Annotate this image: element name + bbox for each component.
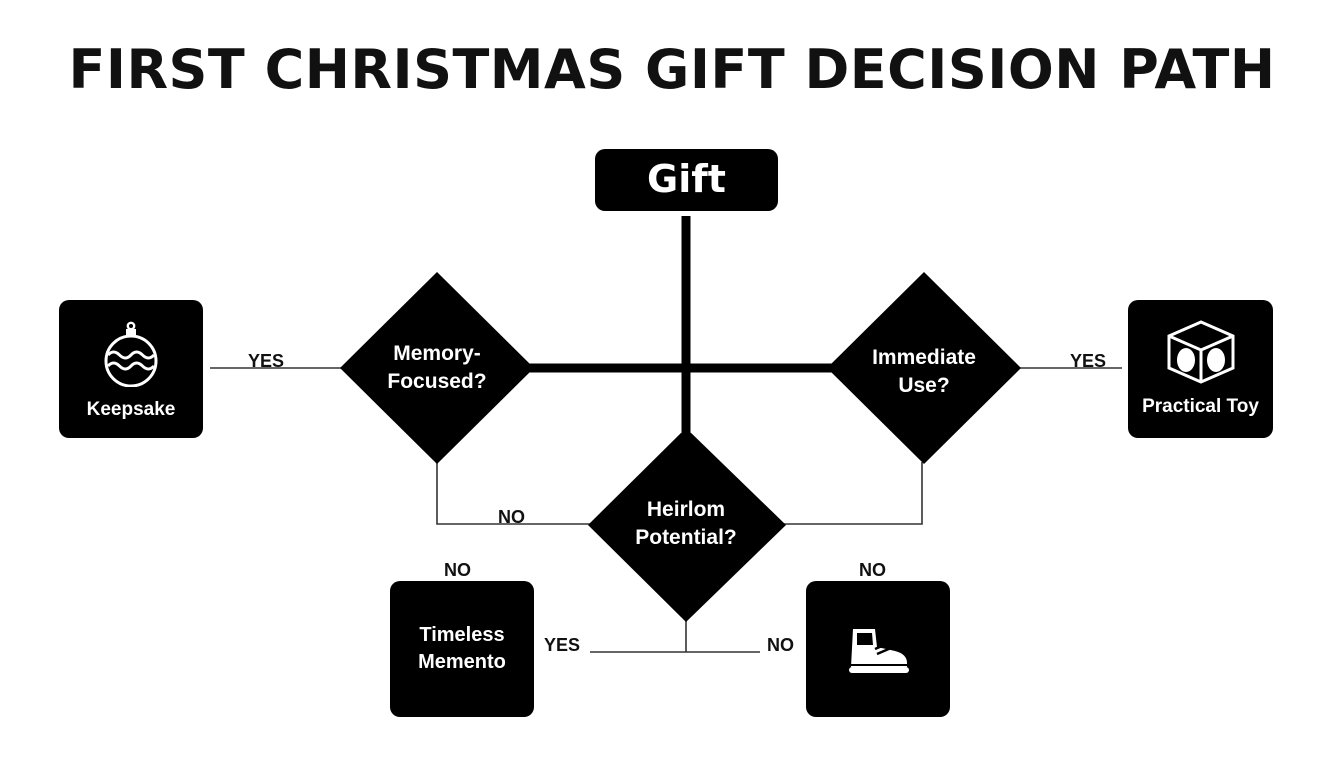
edge-label-yes-memento: YES [544, 635, 581, 655]
connector-immediate-no [776, 462, 923, 525]
node-start-gift: Gift [595, 149, 778, 211]
edge-label-no-memento: NO [444, 560, 471, 580]
decision-memory-label: Memory- Focused? [387, 341, 487, 393]
edge-label-no-shoe: NO [859, 560, 886, 580]
edge-label-yes-practical: YES [1070, 351, 1107, 371]
edge-label-no-memory: NO [498, 507, 525, 527]
decision-heirloom-label: Heirlom Potential? [635, 497, 737, 549]
node-shoe [806, 581, 950, 717]
diamond-memory [340, 272, 534, 464]
diagram-title: FIRST CHRISTMAS GIFT DECISION PATH [68, 38, 1276, 101]
diamond-immediate [827, 272, 1021, 464]
node-timeless-memento: Timeless Memento [390, 581, 534, 717]
node-practical-toy: Practical Toy [1128, 300, 1273, 438]
node-practical-label: Practical Toy [1142, 396, 1259, 418]
decision-immediate-label: Immediate Use? [872, 345, 976, 397]
ornament-icon [104, 321, 158, 388]
node-memento-label: Timeless Memento [418, 624, 506, 673]
diamond-heirloom [588, 428, 786, 622]
node-start-label: Gift [647, 157, 726, 202]
edge-label-yes-keepsake: YES [248, 351, 285, 371]
node-keepsake-label: Keepsake [86, 399, 176, 421]
baby-shoe-icon [849, 629, 909, 673]
toy-block-icon [1167, 320, 1234, 384]
connector-memory-no [436, 462, 596, 525]
edge-label-no-right: NO [767, 635, 794, 655]
node-keepsake: Keepsake [59, 300, 203, 438]
